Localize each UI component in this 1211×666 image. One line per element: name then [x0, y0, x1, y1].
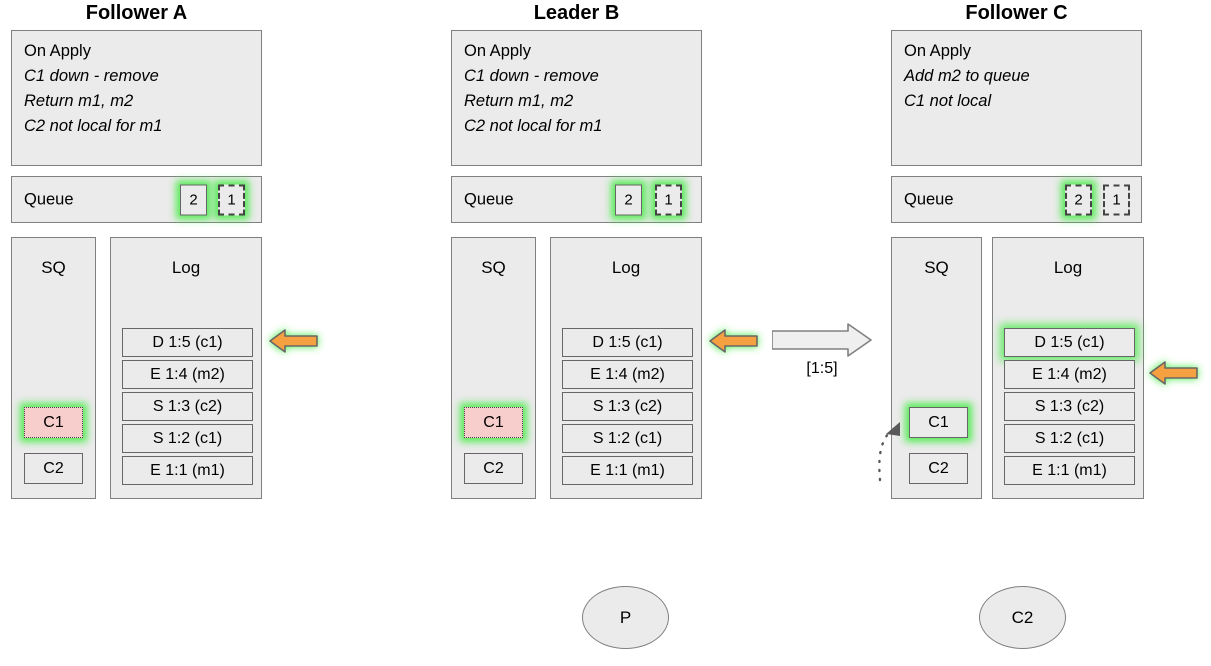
log-panel-a: Log D 1:5 (c1) E 1:4 (m2) S 1:3 (c2) S 1… — [110, 237, 262, 499]
apply-pointer-arrow-c — [1149, 359, 1198, 387]
on-apply-line-3: C2 not local for m1 — [464, 117, 603, 135]
sq-panel-a: SQ C1 C2 — [11, 237, 96, 499]
on-apply-panel-b: On Apply C1 down - remove Return m1, m2 … — [451, 30, 702, 166]
apply-pointer-arrow-b — [709, 327, 758, 355]
log-entry[interactable]: S 1:2 (c1) — [562, 424, 693, 453]
log-entry[interactable]: E 1:4 (m2) — [1004, 360, 1135, 389]
sq-title: SQ — [481, 258, 506, 277]
queue-slot-1[interactable]: 1 — [1103, 184, 1130, 215]
log-title: Log — [171, 258, 201, 277]
log-panel-c: Log D 1:5 (c1) E 1:4 (m2) S 1:3 (c2) S 1… — [992, 237, 1144, 499]
log-entry[interactable]: D 1:5 (c1) — [122, 328, 253, 357]
log-entry[interactable]: E 1:4 (m2) — [562, 360, 693, 389]
on-apply-line-2: C1 not local — [904, 92, 992, 110]
column-title-follower-a: Follower A — [85, 2, 188, 24]
sq-item-c2[interactable]: C2 — [464, 453, 523, 484]
on-apply-line-1: Add m2 to queue — [904, 67, 1030, 85]
queue-panel-c: Queue 2 1 — [891, 176, 1142, 223]
on-apply-line-3: C2 not local for m1 — [24, 117, 163, 135]
on-apply-line-2: Return m1, m2 — [464, 92, 574, 110]
on-apply-heading: On Apply — [464, 42, 531, 60]
queue-to-sq-dotted-pointer — [868, 400, 928, 490]
queue-slot-2[interactable]: 2 — [615, 184, 642, 215]
sq-item-c1[interactable]: C1 — [24, 407, 83, 438]
on-apply-panel-c: On Apply Add m2 to queue C1 not local — [891, 30, 1142, 166]
log-title: Log — [1053, 258, 1083, 277]
replication-transfer-arrow: [1:5] — [771, 322, 872, 382]
on-apply-heading: On Apply — [904, 42, 971, 60]
queue-panel-b: Queue 2 1 — [451, 176, 702, 223]
sq-item-c2[interactable]: C2 — [909, 453, 968, 484]
on-apply-line-1: C1 down - remove — [464, 67, 599, 85]
queue-label: Queue — [904, 190, 954, 208]
sq-item-c1[interactable]: C1 — [464, 407, 523, 438]
sq-title: SQ — [924, 258, 949, 277]
on-apply-panel-a: On Apply C1 down - remove Return m1, m2 … — [11, 30, 262, 166]
log-entry[interactable]: D 1:5 (c1) — [562, 328, 693, 357]
queue-slot-2[interactable]: 2 — [180, 184, 207, 215]
apply-pointer-arrow-a — [269, 327, 318, 355]
queue-label: Queue — [24, 190, 74, 208]
node-c2[interactable]: C2 — [979, 586, 1066, 649]
column-title-leader-b: Leader B — [533, 2, 620, 24]
queue-slot-1[interactable]: 1 — [655, 184, 682, 215]
on-apply-heading: On Apply — [24, 42, 91, 60]
sq-item-c1[interactable]: C1 — [909, 407, 968, 438]
log-entry[interactable]: S 1:3 (c2) — [562, 392, 693, 421]
queue-slot-2[interactable]: 2 — [1065, 184, 1092, 215]
log-entry[interactable]: E 1:4 (m2) — [122, 360, 253, 389]
log-entry[interactable]: E 1:1 (m1) — [1004, 456, 1135, 485]
queue-panel-a: Queue 2 1 — [11, 176, 262, 223]
log-panel-b: Log D 1:5 (c1) E 1:4 (m2) S 1:3 (c2) S 1… — [550, 237, 702, 499]
sq-item-c2[interactable]: C2 — [24, 453, 83, 484]
log-entry[interactable]: D 1:5 (c1) — [1004, 328, 1135, 357]
log-entry[interactable]: S 1:3 (c2) — [122, 392, 253, 421]
log-entry[interactable]: S 1:2 (c1) — [122, 424, 253, 453]
log-entry[interactable]: E 1:1 (m1) — [122, 456, 253, 485]
sq-panel-b: SQ C1 C2 — [451, 237, 536, 499]
queue-slot-1[interactable]: 1 — [218, 184, 245, 215]
sq-title: SQ — [41, 258, 66, 277]
log-entry[interactable]: E 1:1 (m1) — [562, 456, 693, 485]
on-apply-line-2: Return m1, m2 — [24, 92, 134, 110]
on-apply-line-1: C1 down - remove — [24, 67, 159, 85]
column-title-follower-c: Follower C — [965, 2, 1068, 24]
log-entry[interactable]: S 1:2 (c1) — [1004, 424, 1135, 453]
node-p[interactable]: P — [582, 586, 669, 649]
transfer-arrow-label: [1:5] — [806, 360, 838, 377]
queue-label: Queue — [464, 190, 514, 208]
sq-panel-c: SQ C1 C2 — [891, 237, 982, 499]
log-entry[interactable]: S 1:3 (c2) — [1004, 392, 1135, 421]
log-title: Log — [611, 258, 641, 277]
